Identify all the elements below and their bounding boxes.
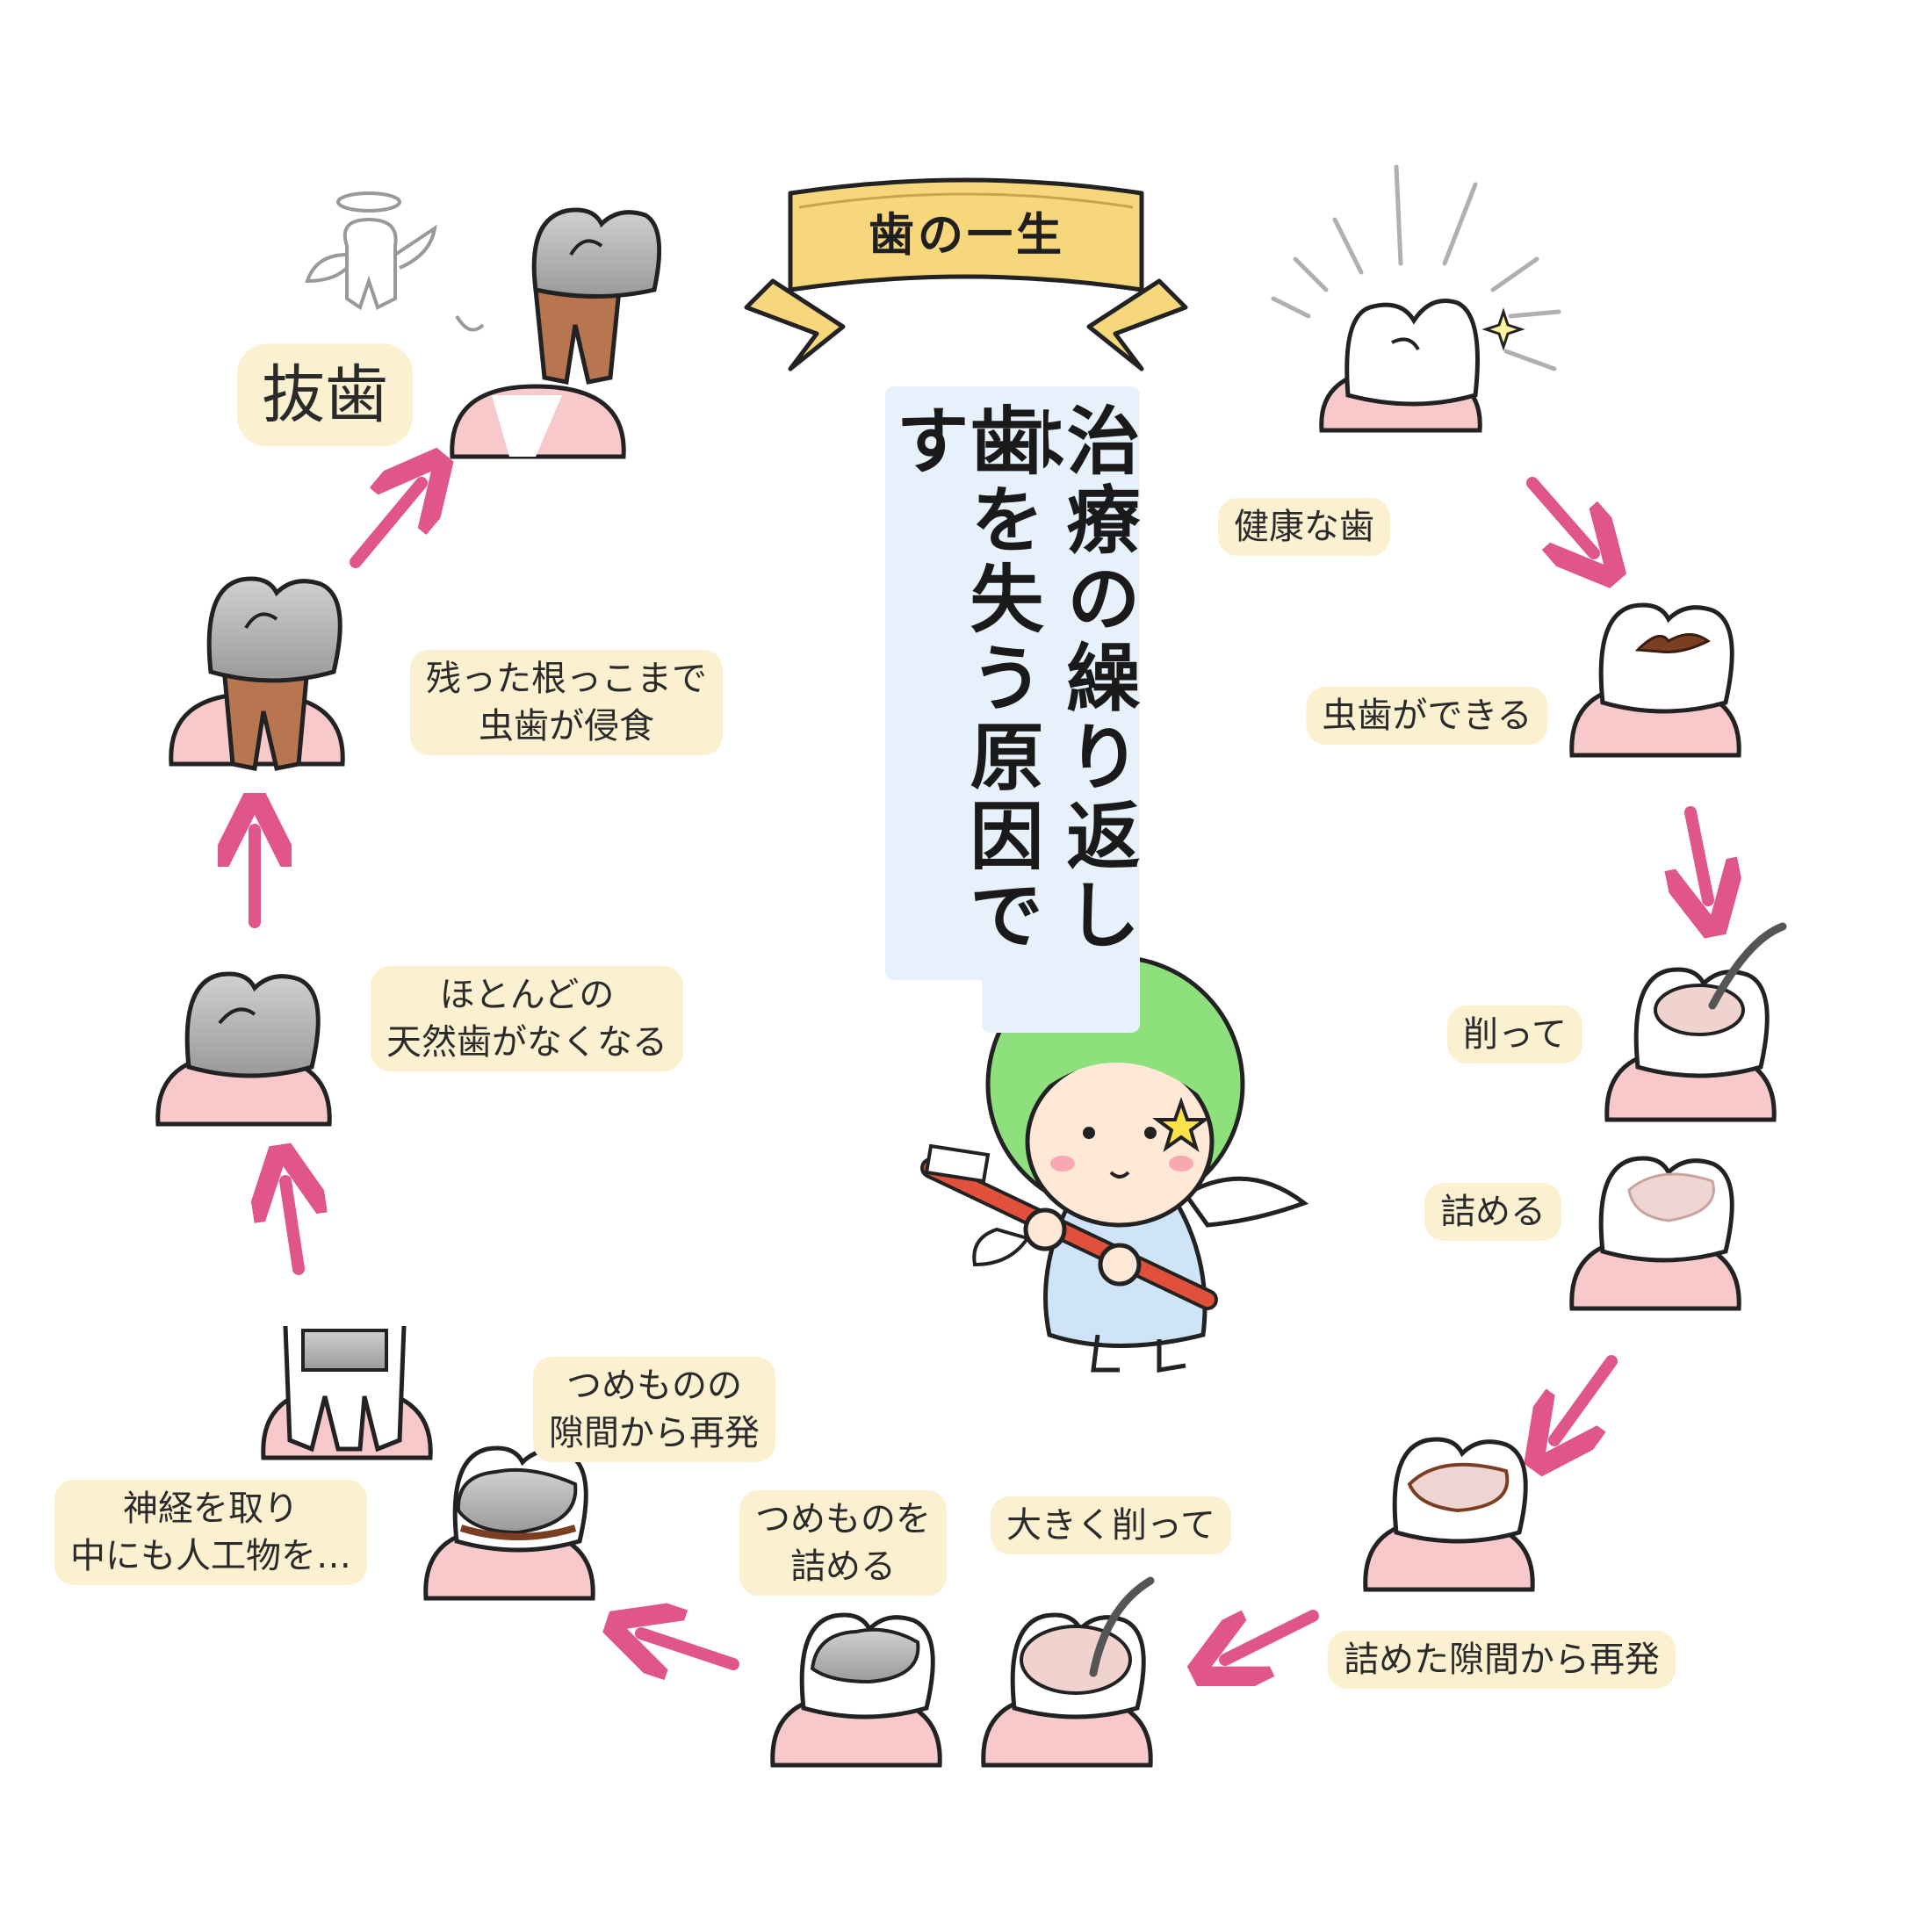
arrow-4: [1225, 1610, 1319, 1660]
tooth-inlay: [770, 1612, 942, 1768]
arrow-3: [1554, 1355, 1618, 1440]
tooth-drilling: [1604, 922, 1787, 1122]
label-drill: 削って: [1447, 1006, 1582, 1063]
page-title: 歯の一生: [868, 209, 1066, 263]
tooth-big-drill: [981, 1576, 1155, 1768]
tooth-inlay-recur: [423, 1445, 595, 1601]
label-inlay: つめものを詰める: [739, 1490, 947, 1596]
label-fill: 詰める: [1424, 1183, 1561, 1241]
label-nerve: 神経を取り中にも人工物を…: [54, 1480, 367, 1585]
tooth-extraction: [305, 191, 662, 459]
subtitle-line-2: 歯を失う原因です: [884, 386, 1044, 980]
arrow-2: [1690, 806, 1708, 900]
label-inlay-recur: つめものの隙間から再発: [533, 1357, 775, 1462]
title-banner: [744, 177, 1188, 371]
label-extraction: 抜歯: [236, 343, 414, 447]
label-root-decay: 残った根っこまで虫歯が侵食: [410, 650, 723, 755]
label-recur: 詰めた隙間から再発: [1328, 1631, 1676, 1689]
tooth-nerve: [261, 1325, 433, 1460]
tooth-no-natural: [155, 971, 332, 1127]
tooth-cavity: [1569, 602, 1741, 758]
tooth-filled: [1569, 1156, 1741, 1311]
arrow-5: [641, 1633, 739, 1664]
tooth-healthy: [1271, 164, 1561, 433]
tooth-root-decay: [169, 576, 345, 771]
label-cavity: 虫歯ができる: [1306, 687, 1548, 745]
label-healthy: 健康な歯: [1218, 498, 1390, 556]
arrow-8: [350, 483, 422, 568]
arrow-1: [1526, 477, 1594, 553]
label-drill-big: 大きく削って: [991, 1496, 1231, 1554]
label-no-natural: ほとんどの天然歯がなくなる: [371, 966, 683, 1071]
tooth-recurrence: [1363, 1437, 1535, 1592]
angel-tooth-icon: [305, 191, 485, 332]
cycle-arrows: [255, 483, 1708, 1664]
arrow-6: [285, 1181, 299, 1275]
